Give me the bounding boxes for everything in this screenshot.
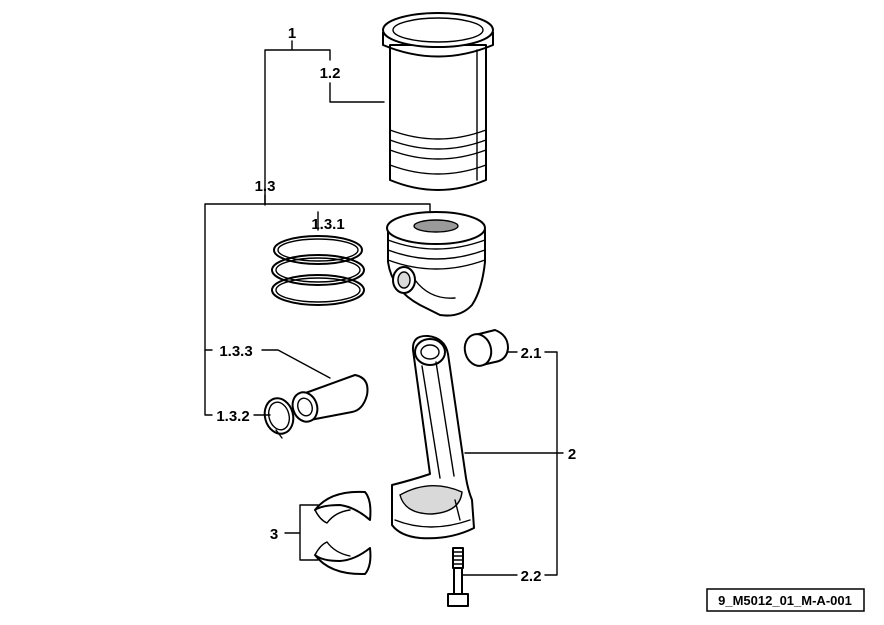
- small-end-bushing: [463, 329, 509, 367]
- leader-2: [464, 351, 564, 576]
- piston-pin: [291, 374, 369, 423]
- label-3: 3: [270, 526, 278, 543]
- leader-lines: [204, 40, 564, 576]
- leader-1-2: [329, 82, 385, 103]
- connecting-rod-bolt: [447, 547, 469, 607]
- circlip: [263, 397, 295, 439]
- leader-1-3-3: [204, 349, 331, 379]
- label-1: 1: [288, 25, 296, 42]
- connecting-rod: [391, 334, 475, 540]
- label-2-1: 2.1: [521, 345, 542, 362]
- figure-id-box: 9_M5012_01_M-A-001: [706, 588, 865, 612]
- part-labels: 1 1.2 1.3 1.3.1 1.3.3 1.3.2 2.1 2 2.2 3: [216, 25, 576, 585]
- label-1-3-3: 1.3.3: [219, 343, 252, 360]
- piston: [386, 211, 486, 317]
- leader-1: [264, 40, 331, 206]
- leader-1-3: [204, 194, 431, 416]
- label-1-3: 1.3: [255, 178, 276, 195]
- label-2: 2: [568, 446, 576, 463]
- label-1-3-1: 1.3.1: [311, 216, 344, 233]
- cylinder-liner: [382, 12, 494, 191]
- figure-id: 9_M5012_01_M-A-001: [718, 593, 852, 608]
- label-1-3-2: 1.3.2: [216, 408, 249, 425]
- piston-rings: [271, 235, 365, 306]
- leader-3: [284, 504, 319, 561]
- label-2-2: 2.2: [521, 568, 542, 585]
- bearing-shells: [314, 490, 372, 576]
- label-1-2: 1.2: [320, 65, 341, 82]
